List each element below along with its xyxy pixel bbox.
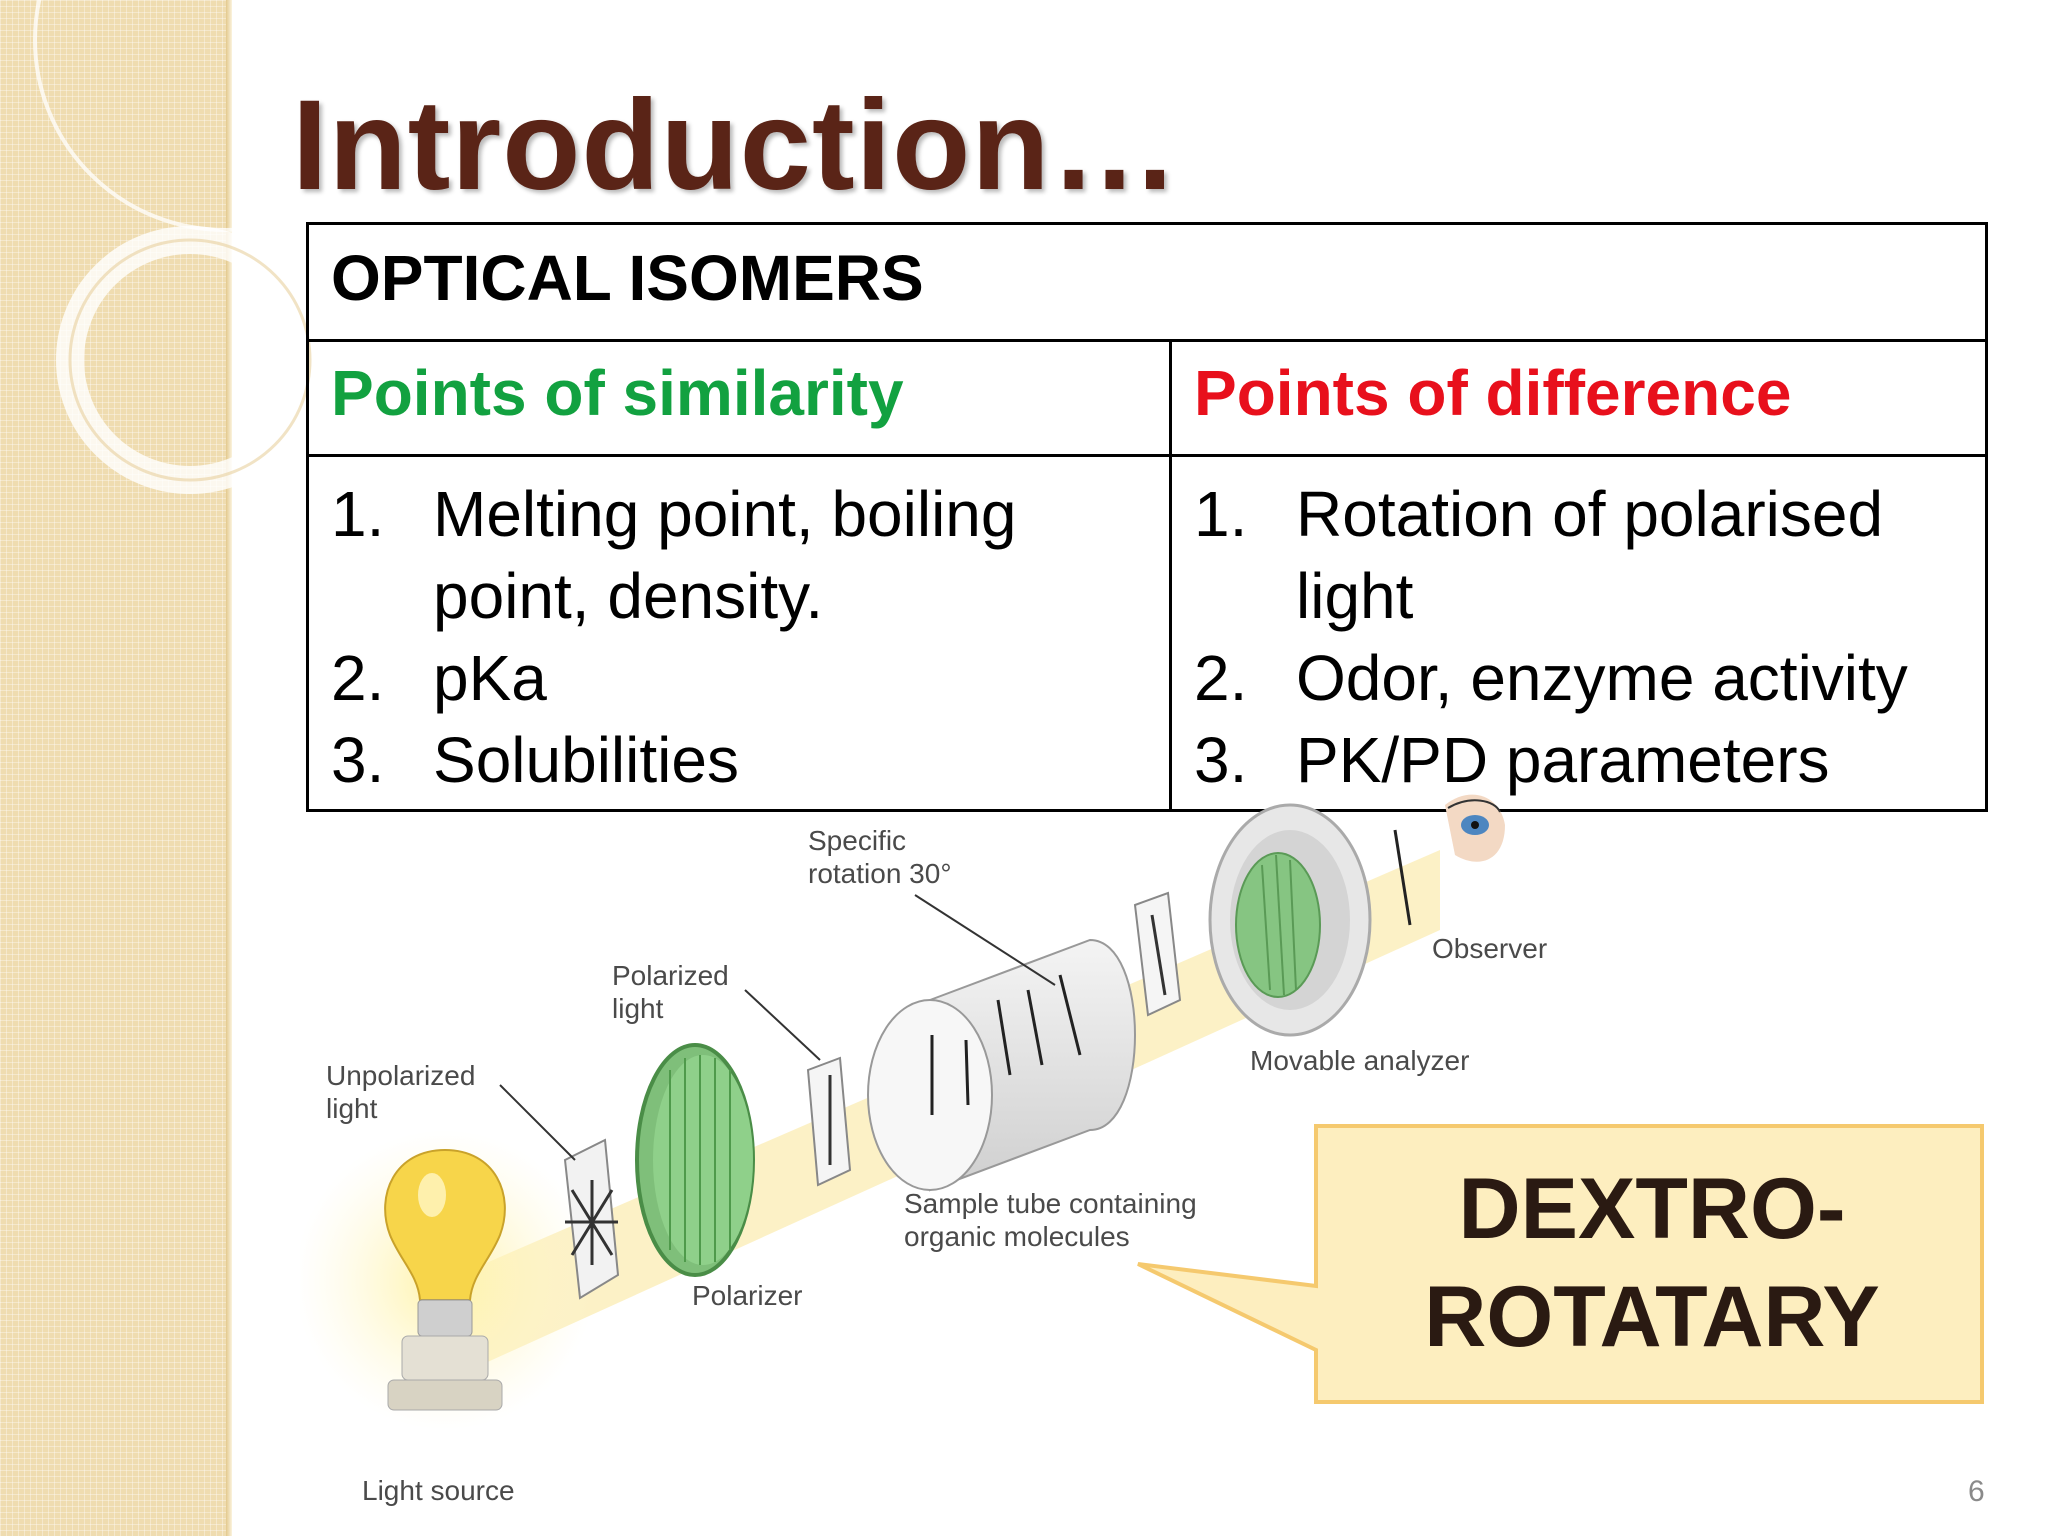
eye-icon xyxy=(1445,794,1505,862)
polarized-plate xyxy=(806,1056,852,1187)
similarity-heading: Points of similarity xyxy=(306,339,1172,457)
difference-cell: 1.Rotation of polarised light 2.Odor, en… xyxy=(1169,454,1988,812)
callout-box xyxy=(1137,1124,1984,1404)
page-number: 6 xyxy=(1968,1475,1985,1508)
label-movable-analyzer: Movable analyzer xyxy=(1250,1045,1469,1076)
label-specific-rotation-1: Specific xyxy=(808,825,906,856)
list-item: 1.Melting point, boiling point, density. xyxy=(331,478,1017,632)
movable-analyzer-disk xyxy=(1208,803,1372,1037)
difference-heading: Points of difference xyxy=(1169,339,1988,457)
list-item: 2.pKa xyxy=(331,642,547,714)
polarimeter-diagram: Specific rotation 30° Polarized light Un… xyxy=(300,794,1547,1506)
leader-line xyxy=(499,1084,576,1161)
polarizer-disk xyxy=(635,1043,755,1277)
label-observer: Observer xyxy=(1432,933,1547,964)
similarity-cell: 1.Melting point, boiling point, density.… xyxy=(306,454,1172,812)
list-item: 1.Rotation of polarised light xyxy=(1194,478,1884,632)
label-sample-tube-2: organic molecules xyxy=(904,1221,1130,1252)
label-polarized-1: Polarized xyxy=(612,960,729,991)
label-polarized-2: light xyxy=(612,993,664,1024)
decorative-rings xyxy=(33,0,320,494)
observer-arrow xyxy=(1393,829,1412,926)
difference-list: 1.Rotation of polarised light 2.Odor, en… xyxy=(1194,473,1965,801)
label-unpolarized-1: Unpolarized xyxy=(326,1060,475,1091)
optical-isomers-table: OPTICAL ISOMERS Points of similarity Poi… xyxy=(306,222,1988,812)
sample-tube xyxy=(867,938,1136,1192)
label-polarizer: Polarizer xyxy=(692,1280,802,1311)
leader-line xyxy=(914,894,1056,986)
table-header: OPTICAL ISOMERS xyxy=(306,222,1988,342)
list-item: 3.Solubilities xyxy=(331,724,739,796)
label-sample-tube-1: Sample tube containing xyxy=(904,1188,1197,1219)
leader-line xyxy=(744,989,821,1061)
analyzer-plate xyxy=(1133,891,1182,1017)
slide-title: Introduction… xyxy=(292,74,1180,217)
sidebar-edge xyxy=(226,0,232,1536)
label-light-source: Light source xyxy=(362,1475,515,1506)
unpolarized-plate xyxy=(563,1138,620,1300)
label-specific-rotation-2: rotation 30° xyxy=(808,858,952,889)
dextro-rotatary-label: DEXTRO- ROTATARY xyxy=(1424,1161,1880,1365)
label-unpolarized-2: light xyxy=(326,1093,378,1124)
list-item: 2.Odor, enzyme activity xyxy=(1194,642,1908,714)
similarity-list: 1.Melting point, boiling point, density.… xyxy=(331,473,1149,801)
light-bulb-icon xyxy=(384,1148,506,1411)
list-item: 3.PK/PD parameters xyxy=(1194,724,1830,796)
